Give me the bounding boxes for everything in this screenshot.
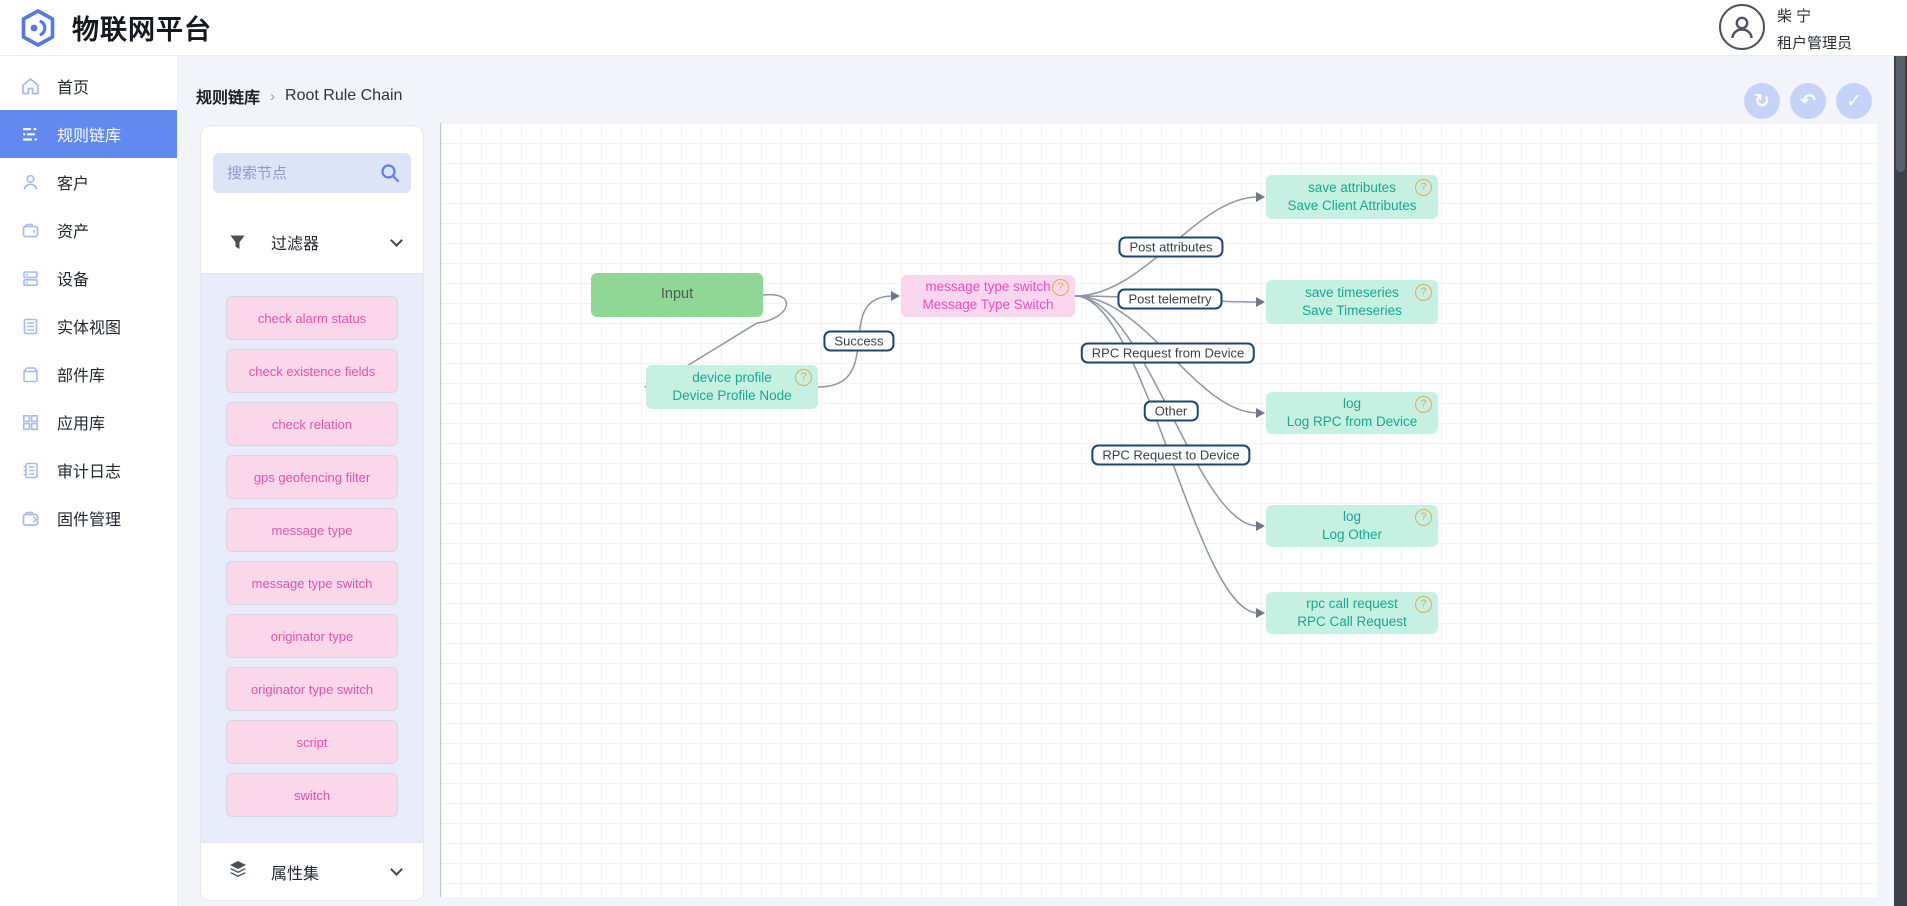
palette-node[interactable]: switch: [226, 773, 398, 817]
app-icon: [20, 412, 40, 432]
edge-label[interactable]: Other: [1143, 400, 1199, 422]
user-meta: 柴 宁 租户管理员: [1777, 4, 1852, 53]
palette-node[interactable]: check existence fields: [226, 349, 398, 393]
canvas-toolbar: ↻ ↶ ✓: [1744, 83, 1872, 119]
undo-button[interactable]: ↶: [1790, 83, 1826, 119]
sidebar-item-3[interactable]: 客户: [0, 158, 177, 206]
apply-button[interactable]: ✓: [1836, 83, 1872, 119]
user-role: 租户管理员: [1776, 35, 1852, 52]
palette-node[interactable]: check relation: [226, 402, 398, 446]
edge-label[interactable]: Post telemetry: [1117, 288, 1223, 310]
undo-icon: ↶: [1800, 90, 1816, 112]
user-area[interactable]: 柴 宁 租户管理员: [1718, 4, 1852, 53]
app-logo-icon[interactable]: [14, 4, 62, 52]
sidebar-item-9[interactable]: 审计日志: [0, 446, 177, 494]
app-title: 物联网平台: [72, 15, 212, 45]
refresh-button[interactable]: ↻: [1744, 83, 1780, 119]
breadcrumb-separator: ›: [270, 87, 276, 105]
help-icon[interactable]: ?: [1415, 179, 1432, 196]
palette-node-list: check alarm status check existence fields…: [201, 273, 423, 842]
sidebar-item-1[interactable]: 首页: [0, 62, 177, 110]
chevron-down-icon: [390, 233, 403, 247]
breadcrumb: 规则链库 › Root Rule Chain: [196, 84, 402, 108]
flow-node-input[interactable]: Input: [591, 273, 763, 317]
help-icon[interactable]: ?: [795, 369, 812, 386]
check-icon: ✓: [1846, 90, 1862, 112]
palette-node[interactable]: originator type: [226, 614, 398, 658]
search-input[interactable]: [213, 153, 411, 193]
edge-label[interactable]: RPC Request to Device: [1091, 444, 1251, 466]
widget-icon: [20, 364, 40, 384]
breadcrumb-current: Root Rule Chain: [285, 87, 403, 104]
asset-icon: [20, 220, 40, 240]
entity-view-icon: [20, 316, 40, 336]
palette-node[interactable]: message type switch: [226, 561, 398, 605]
edge-label[interactable]: Post attributes: [1118, 236, 1224, 258]
sidebar-item-10[interactable]: 固件管理: [0, 494, 177, 542]
sidebar-item-2[interactable]: 规则链库: [0, 110, 177, 158]
sidebar-item-6[interactable]: 实体视图: [0, 302, 177, 350]
help-icon[interactable]: ?: [1415, 396, 1432, 413]
palette-node[interactable]: gps geofencing filter: [226, 455, 398, 499]
firmware-icon: [20, 508, 40, 528]
section-filters[interactable]: 过滤器: [201, 223, 423, 261]
sidebar-nav: 首页 规则链库 客户 资产 设备 实体视图 部件库 应用库 审计日志 固件管理: [0, 56, 178, 906]
help-icon[interactable]: ?: [1052, 279, 1069, 296]
layers-icon: [229, 860, 247, 883]
palette-node[interactable]: script: [226, 720, 398, 764]
home-icon: [20, 76, 40, 96]
user-name: 柴 宁: [1776, 8, 1812, 25]
breadcrumb-rule-chains[interactable]: 规则链库: [196, 90, 261, 107]
edge-label[interactable]: RPC Request from Device: [1080, 342, 1256, 364]
search-icon[interactable]: [379, 162, 401, 189]
node-palette: 过滤器 check alarm status check existence fi…: [200, 125, 424, 901]
page-scrollbar[interactable]: [1894, 0, 1907, 906]
edge-label[interactable]: Success: [823, 330, 895, 352]
chevron-down-icon: [390, 863, 403, 876]
palette-node[interactable]: message type: [226, 508, 398, 552]
help-icon[interactable]: ?: [1415, 284, 1432, 301]
search-row: [201, 126, 423, 193]
funnel-icon: [229, 234, 247, 251]
sidebar-item-7[interactable]: 部件库: [0, 350, 177, 398]
palette-node[interactable]: originator type switch: [226, 667, 398, 711]
section-attributes[interactable]: 属性集: [201, 842, 423, 900]
scrollbar-thumb[interactable]: [1896, 2, 1905, 172]
sidebar-item-5[interactable]: 设备: [0, 254, 177, 302]
device-icon: [20, 268, 40, 288]
help-icon[interactable]: ?: [1415, 596, 1432, 613]
rule-chain-icon: [20, 124, 40, 144]
sidebar-item-8[interactable]: 应用库: [0, 398, 177, 446]
sidebar-item-4[interactable]: 资产: [0, 206, 177, 254]
top-header: 物联网平台 柴 宁 租户管理员: [0, 0, 1907, 56]
avatar[interactable]: [1718, 4, 1765, 50]
customer-icon: [20, 172, 40, 192]
help-icon[interactable]: ?: [1415, 509, 1432, 526]
audit-log-icon: [20, 460, 40, 480]
palette-node[interactable]: check alarm status: [226, 296, 398, 340]
refresh-icon: ↻: [1754, 90, 1770, 112]
